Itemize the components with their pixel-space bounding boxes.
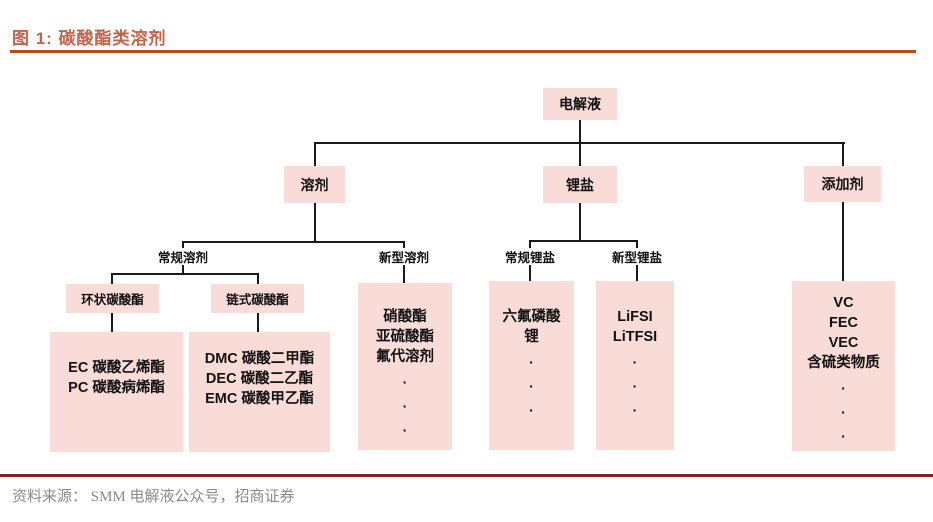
node-electrolyte-label: 电解液 xyxy=(559,96,601,112)
group-label-new-salt: 新型锂盐 xyxy=(611,251,663,265)
additive-items: VC FEC VEC 含硫类物质 xyxy=(807,295,880,371)
connector-to-new-solvent xyxy=(403,241,405,248)
connector-conventional-solvent-bracket xyxy=(112,273,259,275)
connector-salt-down xyxy=(579,203,581,240)
subhead-chain-carbonate-label: 链式碳酸酯 xyxy=(226,293,289,307)
node-electrolyte: 电解液 xyxy=(543,88,617,120)
leafbox-chain-carbonate-items: DMC 碳酸二甲酯 DEC 碳酸二乙酯 EMC 碳酸甲乙酯 xyxy=(189,332,330,452)
connector-to-conventional-solvent xyxy=(182,241,184,248)
title-underline xyxy=(10,50,916,53)
connector-chain-down xyxy=(257,313,259,332)
connector-solvent-bracket xyxy=(183,241,405,243)
chain-carbonate-items: DMC 碳酸二甲酯 DEC 碳酸二乙酯 EMC 碳酸甲乙酯 xyxy=(204,351,315,407)
connector-to-conventional-salt xyxy=(529,240,531,248)
new-salt-ellipsis-dots: · · · xyxy=(632,354,638,418)
new-solvent-ellipsis-dots: · · · xyxy=(402,374,408,438)
connector-conventional-salt-down xyxy=(529,265,531,281)
subhead-chain-carbonate: 链式碳酸酯 xyxy=(211,284,304,313)
leafbox-new-solvent-items: 硝酸酯 亚硫酸酯 氟代溶剂 · · · xyxy=(358,283,452,450)
subhead-cyclic-carbonate-label: 环状碳酸酯 xyxy=(81,293,144,307)
node-solvent: 溶剂 xyxy=(284,166,345,203)
node-lithium-salt: 锂盐 xyxy=(543,166,617,203)
new-solvent-items: 硝酸酯 亚硫酸酯 氟代溶剂 xyxy=(376,309,434,365)
connector-solvent-down xyxy=(314,203,316,241)
conventional-salt-ellipsis-dots: · · · xyxy=(529,354,534,418)
footer-rule xyxy=(0,474,933,477)
connector-to-additive xyxy=(842,142,844,166)
connector-additive-down xyxy=(842,202,844,281)
additive-ellipsis-dots: · · · xyxy=(841,380,846,444)
connector-to-solvent xyxy=(314,142,316,166)
leafbox-additive-items: VC FEC VEC 含硫类物质 · · · xyxy=(792,281,895,451)
connector-to-salt xyxy=(579,142,581,166)
subhead-cyclic-carbonate: 环状碳酸酯 xyxy=(66,284,159,313)
connector-salt-bracket xyxy=(530,240,638,242)
new-salt-items: LiFSI LiTFSI xyxy=(612,309,658,345)
leafbox-new-salt-items: LiFSI LiTFSI · · · xyxy=(596,281,674,450)
connector-root-down xyxy=(579,120,581,142)
connector-new-solvent-down xyxy=(403,265,405,283)
connector-cyclic-down xyxy=(111,313,113,332)
connector-to-cyclic xyxy=(111,273,113,284)
figure-title: 图 1: 碳酸酯类溶剂 xyxy=(12,29,167,48)
node-additive: 添加剂 xyxy=(804,166,881,202)
leafbox-conventional-salt-items: 六氟磷酸 锂 · · · xyxy=(489,281,574,450)
group-label-conventional-solvent: 常规溶剂 xyxy=(157,251,209,265)
group-label-new-solvent: 新型溶剂 xyxy=(378,251,430,265)
conventional-salt-items: 六氟磷酸 锂 xyxy=(502,309,561,345)
cyclic-carbonate-items: EC 碳酸乙烯酯 PC 碳酸病烯酯 xyxy=(68,360,165,396)
node-additive-label: 添加剂 xyxy=(821,176,864,192)
node-solvent-label: 溶剂 xyxy=(300,176,329,193)
connector-new-salt-down xyxy=(636,265,638,281)
connector-to-chain xyxy=(257,273,259,284)
node-lithium-salt-label: 锂盐 xyxy=(566,176,594,193)
group-label-conventional-salt: 常规锂盐 xyxy=(504,251,556,265)
source-attribution: 资料来源： SMM 电解液公众号，招商证券 xyxy=(12,489,295,505)
leafbox-cyclic-carbonate-items: EC 碳酸乙烯酯 PC 碳酸病烯酯 xyxy=(50,332,183,452)
connector-to-new-salt xyxy=(636,240,638,248)
connector-conventional-solvent-down xyxy=(182,265,184,273)
